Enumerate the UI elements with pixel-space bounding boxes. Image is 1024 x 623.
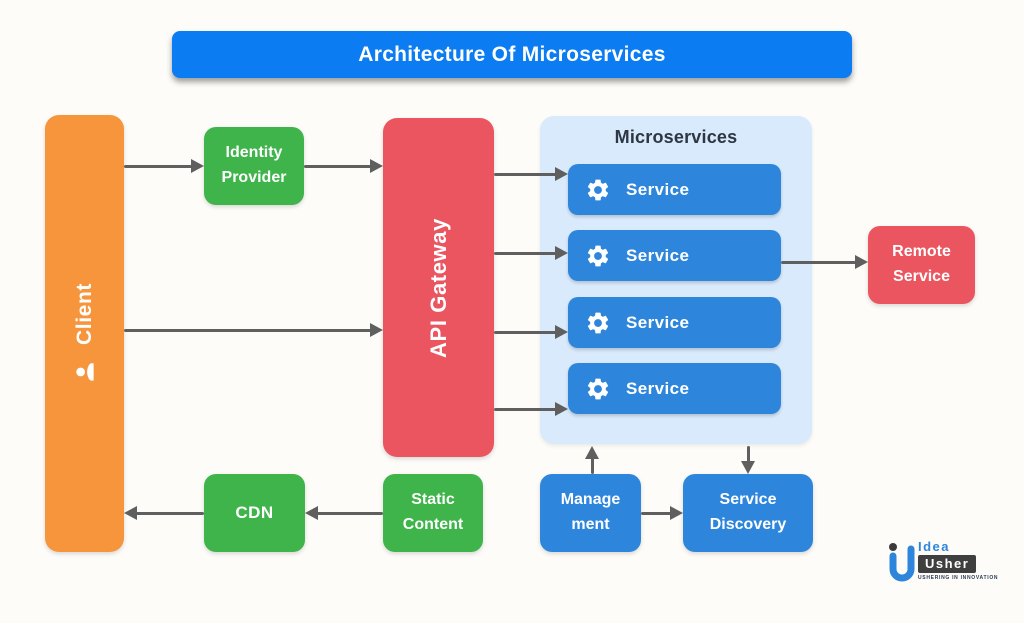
logo-idea-text: Idea — [918, 539, 951, 554]
client-label: Client — [72, 282, 96, 345]
identity-provider-line1: Identity — [225, 144, 283, 162]
remote-service-line1: Remote — [892, 243, 951, 261]
idea-usher-logo: Idea Usher USHERING IN INNOVATION — [886, 539, 999, 588]
arrow-client-to-api-gateway — [124, 322, 383, 338]
identity-provider-line2: Provider — [221, 169, 287, 186]
arrow-static-content-to-cdn — [305, 505, 383, 521]
node-api-gateway: API Gateway — [383, 118, 494, 457]
node-identity-provider: Identity Provider — [204, 127, 304, 205]
arrow-api-gateway-to-service-4 — [494, 401, 568, 417]
page-title: Architecture Of Microservices — [358, 42, 666, 66]
node-cdn: CDN — [204, 474, 305, 552]
gear-icon — [587, 378, 609, 399]
node-service-discovery: Service Discovery — [683, 474, 813, 552]
management-line2: ment — [571, 516, 610, 533]
gear-icon — [587, 245, 609, 266]
microservices-panel: Microservices Service Service Service Se… — [540, 116, 812, 444]
node-remote-service: Remote Service — [868, 226, 975, 304]
node-service-3: Service — [568, 297, 781, 348]
diagram-title-bar: Architecture Of Microservices — [172, 31, 852, 78]
gear-icon — [587, 312, 609, 333]
logo-usher-text: Usher — [918, 555, 977, 574]
api-gateway-rotated-content: API Gateway — [426, 218, 452, 358]
arrow-management-to-microservices — [584, 446, 600, 474]
logo-text-block: Idea Usher USHERING IN INNOVATION — [918, 539, 999, 582]
arrow-identity-provider-to-api-gateway — [304, 158, 383, 174]
node-client: Client — [45, 115, 124, 552]
arrow-api-gateway-to-service-1 — [494, 166, 568, 182]
api-gateway-label: API Gateway — [425, 217, 451, 358]
person-icon — [75, 362, 94, 381]
node-static-content: Static Content — [383, 474, 483, 552]
node-service-4: Service — [568, 363, 781, 414]
service-label: Service — [626, 245, 690, 265]
service-label: Service — [626, 179, 690, 199]
arrow-api-gateway-to-service-2 — [494, 245, 568, 261]
cdn-label: CDN — [235, 503, 274, 522]
service-discovery-line1: Service — [719, 491, 777, 509]
arrow-client-to-identity-provider — [124, 158, 204, 174]
arrow-cdn-to-client — [124, 505, 204, 521]
static-content-line1: Static — [411, 491, 455, 509]
logo-tagline: USHERING IN INNOVATION — [918, 575, 999, 582]
arrow-api-gateway-to-service-3 — [494, 324, 568, 340]
arrow-management-to-service-discovery — [641, 505, 683, 521]
node-service-1: Service — [568, 164, 781, 215]
remote-service-line2: Service — [893, 268, 950, 285]
static-content-line2: Content — [402, 516, 464, 533]
node-management: Manage ment — [540, 474, 641, 552]
node-service-2: Service — [568, 230, 781, 281]
arrow-service-to-remote-service — [781, 254, 868, 270]
service-label: Service — [626, 378, 690, 398]
service-discovery-line2: Discovery — [709, 516, 787, 533]
service-label: Service — [626, 312, 690, 332]
gear-icon — [587, 179, 609, 200]
microservices-heading: Microservices — [614, 127, 738, 147]
logo-u-icon — [889, 543, 915, 582]
management-line1: Manage — [560, 491, 621, 509]
client-rotated-content: Client — [72, 283, 98, 385]
arrow-microservices-to-service-discovery — [740, 446, 756, 474]
